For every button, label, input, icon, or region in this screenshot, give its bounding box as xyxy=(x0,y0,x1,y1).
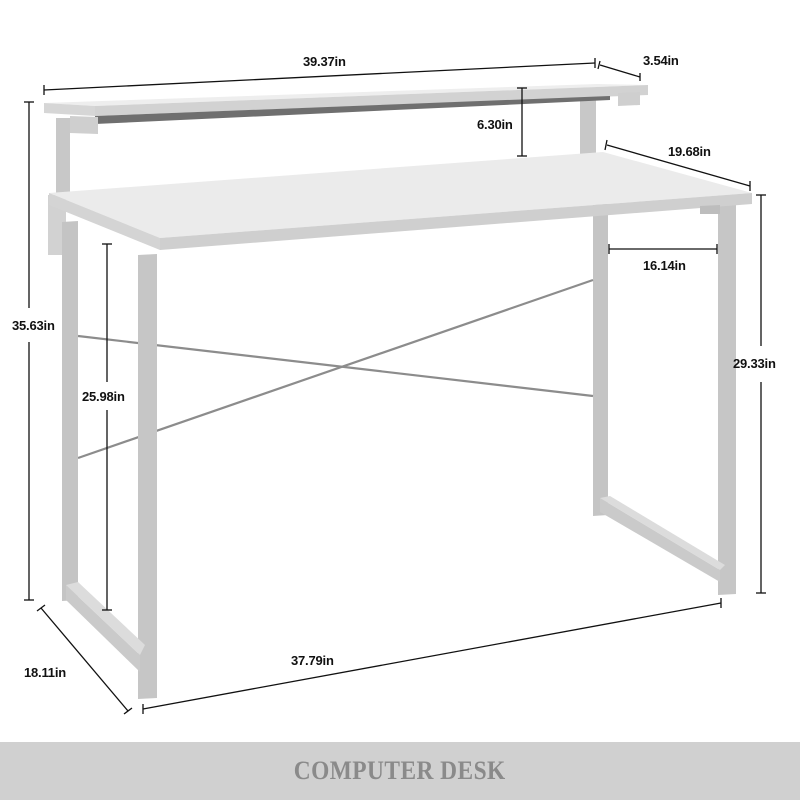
label-base-depth: 18.11in xyxy=(24,665,66,680)
label-shelf-depth: 3.54in xyxy=(643,53,679,68)
dimension-lines xyxy=(24,58,766,715)
title-banner: COMPUTER DESK xyxy=(0,742,800,800)
leg-frame-front-left xyxy=(62,221,157,699)
desktop-surface xyxy=(49,152,752,250)
label-desk-depth: 19.68in xyxy=(668,144,711,159)
shelf-post-right xyxy=(580,98,596,155)
banner-title: COMPUTER DESK xyxy=(294,756,506,785)
label-inner-span: 16.14in xyxy=(643,258,686,273)
label-shelf-gap: 6.30in xyxy=(477,117,513,132)
label-leg-clearance: 25.98in xyxy=(82,389,125,404)
label-base-width: 37.79in xyxy=(291,653,334,668)
leg-frame-back-right xyxy=(593,199,736,595)
monitor-shelf xyxy=(44,84,648,134)
label-total-height: 35.63in xyxy=(12,318,55,333)
label-desk-height: 29.33in xyxy=(733,356,776,371)
label-shelf-width: 39.37in xyxy=(303,54,346,69)
cross-brace xyxy=(77,278,594,460)
